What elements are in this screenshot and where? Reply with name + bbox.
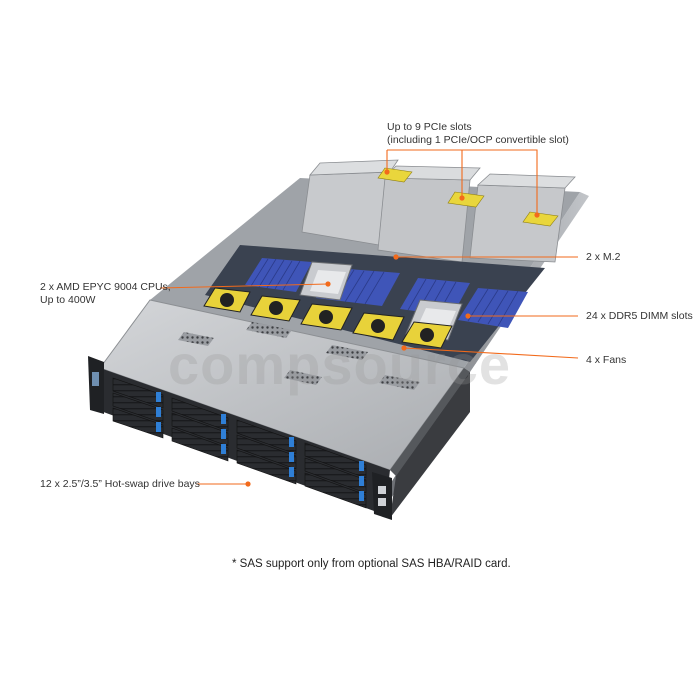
callout-label-dimm: 24 x DDR5 DIMM slots bbox=[586, 310, 693, 322]
callout-label-pcie-line1: Up to 9 PCIe slots bbox=[387, 121, 472, 133]
callout-label-fans: 4 x Fans bbox=[586, 354, 627, 366]
callout-dots bbox=[245, 169, 540, 487]
cover-vent-5 bbox=[379, 375, 420, 390]
drive-bays bbox=[112, 377, 367, 509]
callout-label-pcie-line2: (including 1 PCIe/OCP convertible slot) bbox=[387, 134, 569, 146]
latch-yellow-3 bbox=[522, 211, 559, 227]
callout-label-m2: 2 x M.2 bbox=[586, 251, 621, 263]
callout-line-fans bbox=[403, 347, 579, 359]
callout-label-drives: 12 x 2.5”/3.5” Hot-swap drive bays bbox=[40, 478, 200, 490]
callout-label-cpu-line2: Up to 400W bbox=[40, 294, 96, 306]
riser-cage-2 bbox=[377, 177, 471, 263]
callout-lines bbox=[159, 149, 579, 485]
drive-release-tabs bbox=[156, 392, 364, 501]
rack-ear-right bbox=[372, 472, 392, 520]
callout-line-cpu bbox=[159, 283, 329, 289]
watermark-text: compsource bbox=[168, 333, 511, 396]
callout-label-pcie: Up to 9 PCIe slots (including 1 PCIe/OCP… bbox=[387, 121, 569, 147]
cover-vent-1 bbox=[246, 322, 292, 338]
callout-label-cpu: 2 x AMD EPYC 9004 CPUs, Up to 400W bbox=[40, 281, 171, 307]
cover-vent-2 bbox=[178, 332, 214, 346]
cover-vent-3 bbox=[326, 345, 368, 360]
callout-label-cpu-line1: 2 x AMD EPYC 9004 CPUs, bbox=[40, 281, 171, 293]
footnote: * SAS support only from optional SAS HBA… bbox=[232, 558, 511, 570]
latch-yellow-2 bbox=[447, 191, 485, 208]
cover-vent-4 bbox=[284, 370, 322, 385]
fan-row bbox=[203, 287, 453, 349]
